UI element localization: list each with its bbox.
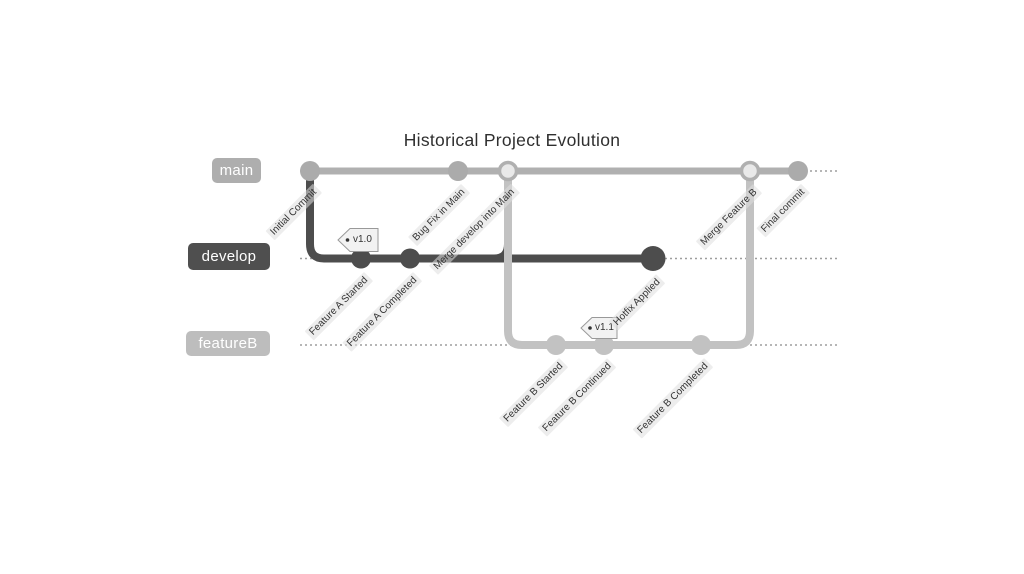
tag-v1-0-hole [345, 238, 350, 242]
diagram-title: Historical Project Evolution [403, 130, 621, 150]
commit-node-feature-b-completed [691, 335, 711, 355]
tag-v1-1-hole [588, 326, 592, 330]
branch-label-featureB: featureB [186, 331, 270, 356]
branch-label-develop: develop [188, 243, 270, 270]
branch-featureB-line [504, 171, 754, 349]
branch-label-main: main [212, 158, 261, 183]
branch-develop-line [306, 171, 653, 263]
commit-node-feature-b-continued [594, 335, 614, 355]
tag-v1-0-shape [337, 228, 379, 252]
tag-label-v1-0: v1.0 [353, 234, 372, 245]
commit-node-final-commit [788, 161, 808, 181]
tag-v1-0 [337, 228, 379, 252]
tag-label-v1-1: v1.1 [595, 322, 614, 333]
commit-node-feature-a-started [351, 248, 371, 269]
commit-node-initial-commit [300, 161, 320, 181]
commit-node-feature-a-completed [400, 248, 420, 269]
commit-node-merge-develop-into-main [497, 160, 519, 182]
commit-node-feature-b-started [546, 335, 566, 355]
commit-node-hotfix-applied [640, 246, 666, 271]
commit-node-bug-fix-in-main [448, 161, 468, 181]
commit-node-merge-feature-b [739, 160, 761, 182]
